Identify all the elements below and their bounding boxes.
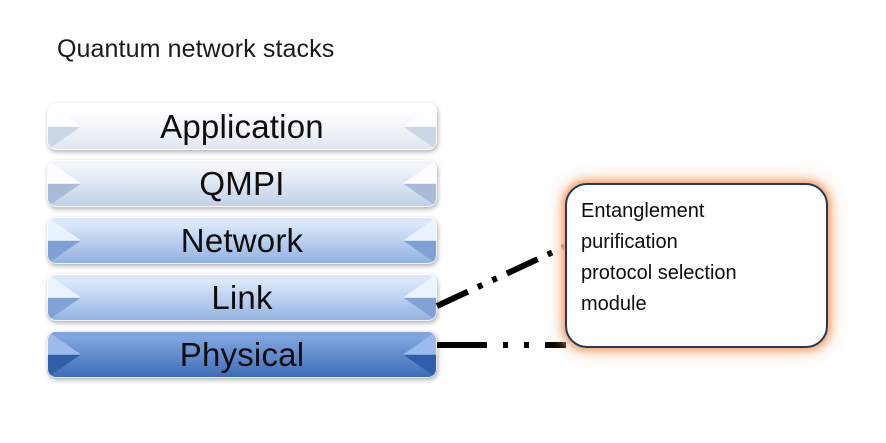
- layer-label: Application: [160, 108, 324, 145]
- layer-label: Network: [180, 222, 304, 259]
- entanglement-purification-callout: Entanglement purification protocol selecti…: [565, 183, 828, 348]
- stack-layer-physical[interactable]: Physical: [47, 331, 437, 378]
- layer-face: [47, 331, 437, 378]
- connector-diagonal: [435, 243, 568, 309]
- stack-layer-link[interactable]: Link: [47, 274, 437, 321]
- stack-layer-qmpi[interactable]: QMPI: [47, 160, 437, 207]
- page-title: Quantum network stacks: [57, 35, 335, 63]
- callout-line: module: [581, 293, 647, 315]
- stack-layer-application[interactable]: Application: [47, 103, 437, 150]
- callout-line: protocol selection: [581, 262, 737, 284]
- layer-face: [47, 217, 437, 264]
- layer-label: Link: [211, 279, 273, 316]
- callout-text: Entanglement purification protocol selecti…: [581, 196, 809, 320]
- layer-face: [47, 103, 437, 150]
- layer-label: Physical: [179, 336, 305, 373]
- layer-label: QMPI: [199, 165, 285, 202]
- layer-face: [47, 160, 437, 207]
- callout-line: purification: [581, 231, 678, 253]
- stack-layer-network[interactable]: Network: [47, 217, 437, 264]
- layer-face: [47, 274, 437, 321]
- callout-line: Entanglement: [581, 200, 705, 222]
